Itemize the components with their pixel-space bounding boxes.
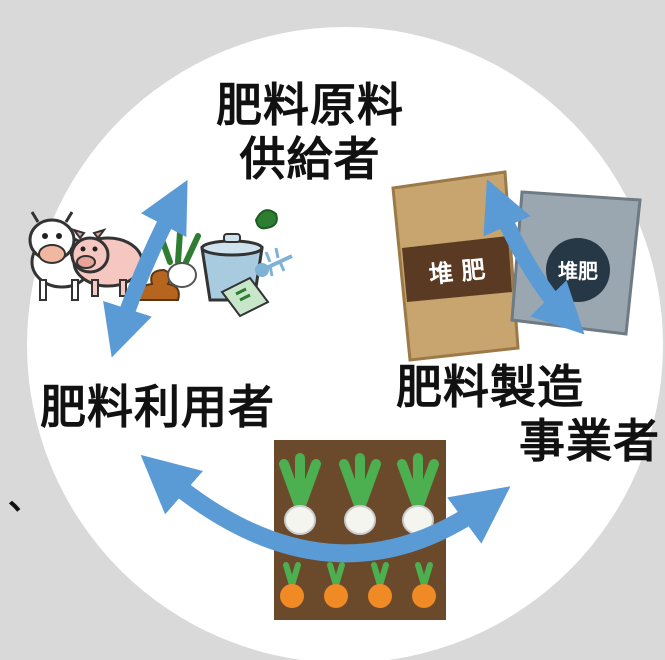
arrow-supplier-maker [483,179,585,335]
arrow-supplier-user [103,179,188,358]
compost-bag-small-label: 堆肥 [558,259,598,283]
node-maker-line2: 事業者 [519,414,660,468]
fish-bone-icon [255,247,293,277]
carrot-plant-icon [280,562,304,608]
node-user-line1: 肥料利用者 [40,380,275,434]
stray-punctuation: 、 [8,478,42,518]
node-fertilizer-user: 肥料利用者 [40,380,340,434]
carrot-plant-icon [324,562,348,608]
carrot-plant-icon [368,562,392,608]
node-supplier-line1: 肥料原料 [216,78,404,132]
node-supplier-line2: 供給者 [239,132,381,186]
node-maker-line1: 肥料製造 [396,360,584,414]
carrot-plant-icon [412,562,436,608]
arrow-user-maker [140,454,511,563]
compost-bag-icon [220,209,278,318]
compost-bag-large-label: 堆 肥 [428,255,487,289]
node-fertilizer-material-supplier: 肥料原料 供給者 [195,78,425,186]
node-fertilizer-manufacturer: 肥料製造 事業者 [390,360,660,468]
